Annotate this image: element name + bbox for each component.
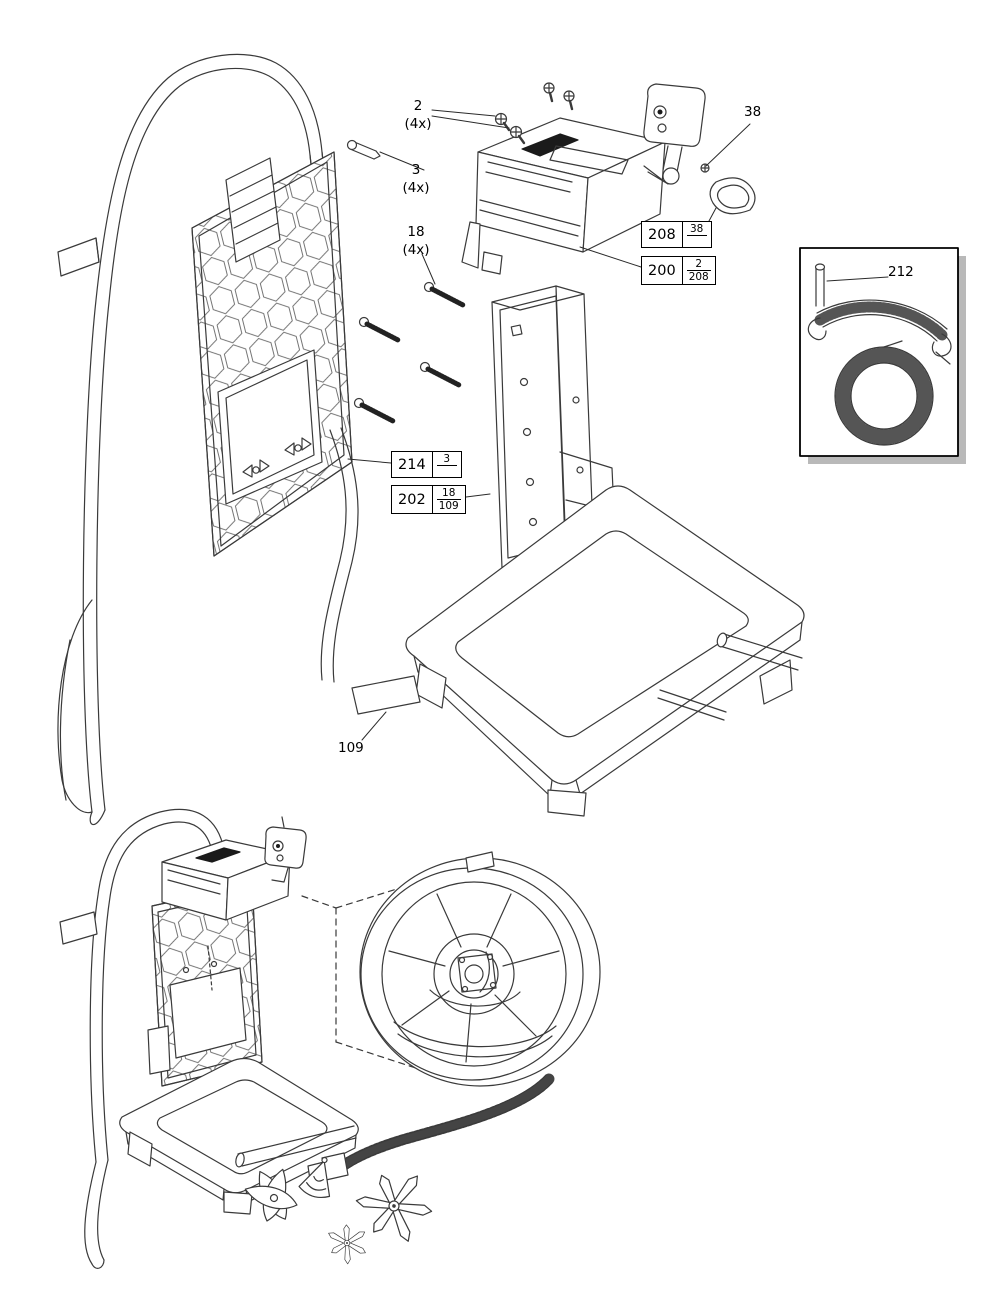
hose-coil [834, 340, 934, 446]
ref-box-202-top: 18 [436, 487, 461, 500]
callout-pins-num: 3 [411, 162, 421, 178]
callout-screws-qty: (4x) [404, 115, 432, 132]
machine-assembled [59, 808, 359, 1269]
callout-bolts: 18(4x) [396, 224, 436, 259]
callout-knob: 38 [744, 104, 761, 122]
screws-2 [494, 112, 526, 145]
back-panel-bottom [147, 883, 263, 1087]
screws-top [543, 82, 575, 111]
callout-label-plate: 109 [338, 740, 364, 758]
callout-guide-hose-num: 212 [888, 264, 914, 280]
ref-box-200-main: 200 [642, 257, 683, 284]
ref-box-214-top: 3 [436, 453, 457, 466]
ref-box-214: 214 3 [391, 451, 462, 478]
back-panel [191, 151, 353, 557]
motor-unit [461, 117, 666, 275]
thumb-knob-38 [700, 163, 756, 215]
camera-unit-bottom [264, 816, 307, 883]
ref-box-202-main: 202 [392, 486, 433, 513]
callout-screws-num: 2 [413, 98, 423, 114]
callout-bolts-qty: (4x) [402, 241, 430, 258]
callout-guide-hose: 212 [888, 264, 914, 282]
flex-shaft [307, 1072, 556, 1181]
ref-box-200-bottom: 208 [688, 271, 709, 283]
callout-pins: 3(4x) [396, 162, 436, 197]
pin-3 [346, 139, 381, 160]
ref-box-208-frac: 38 [683, 222, 711, 247]
guide-tube [807, 263, 952, 365]
ref-box-200: 200 2 208 [641, 256, 716, 285]
ref-box-214-frac: 3 [433, 452, 461, 477]
callout-bolts-num: 18 [407, 224, 425, 240]
ref-box-208-top: 38 [686, 223, 707, 236]
base-frame [405, 485, 805, 817]
callout-label-plate-num: 109 [338, 740, 364, 756]
ref-box-200-top: 2 [686, 258, 711, 271]
mounting-bolts-18 [353, 281, 466, 424]
handle-frame-bottom [59, 808, 229, 1269]
ref-box-214-main: 214 [392, 452, 433, 477]
callout-pins-qty: (4x) [402, 179, 430, 196]
label-plate-109 [351, 675, 421, 715]
base-frame-bottom [119, 1057, 359, 1215]
camera-unit [643, 83, 706, 185]
cutter-arrow [244, 1168, 298, 1222]
ref-box-208: 208 38 [641, 221, 712, 248]
ref-box-202-bottom: 109 [438, 500, 459, 512]
ref-box-202: 202 18 109 [391, 485, 466, 514]
cutter-cone [298, 1156, 331, 1199]
callout-knob-num: 38 [744, 104, 762, 120]
ref-box-208-main: 208 [642, 222, 683, 247]
inset-box [799, 247, 966, 464]
ref-box-202-frac: 18 109 [433, 486, 465, 513]
drum-reel [359, 851, 601, 1087]
callout-screws: 2(4x) [398, 98, 438, 133]
strap-214 [320, 427, 359, 683]
ref-box-214-bottom [437, 466, 457, 476]
ref-box-208-bottom [687, 236, 707, 246]
ref-box-200-frac: 2 208 [683, 257, 715, 284]
